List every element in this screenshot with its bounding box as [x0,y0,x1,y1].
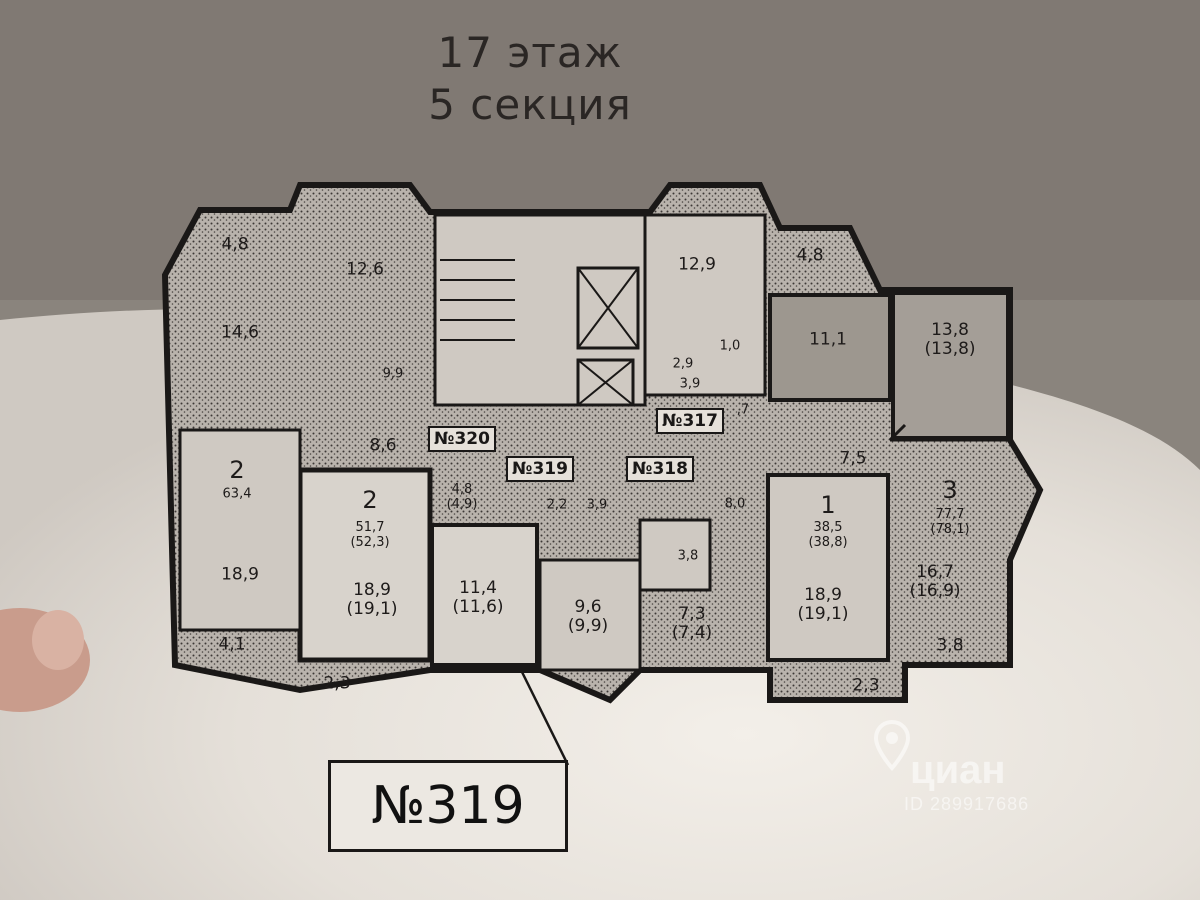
apartment-tag-318: №318 [626,456,694,482]
room-area-label: 2,3 [852,675,880,696]
room-area-label: 7,5 [839,448,867,469]
room-area-label: 4,1 [218,634,246,655]
room-area-label: 12,6 [346,259,384,280]
room-area-label: 2,3 [323,673,351,694]
location-pin-icon [873,719,911,772]
apartment-rooms-count: 1 [820,491,836,519]
apartment-number-callout: №319 [328,760,568,852]
apartment-total-area: 51,7 (52,3) [350,520,390,550]
room-area-label: 11,4 (11,6) [452,578,504,617]
room-area-label: 8,0 [724,496,746,512]
room-area-label: 9,9 [382,366,404,382]
room-area-label: 18,9 [221,564,259,585]
watermark-id: ID 289917686 [904,794,1030,814]
watermark-brand: циан [910,748,1006,792]
room-area-label: 3,8 [936,635,964,656]
floor-title: 17 этаж [437,28,623,77]
room-area-label: 9,6 (9,9) [567,597,609,636]
room-area-label: 2,9 [672,356,694,372]
apartment-total-area: 63,4 [222,486,252,502]
room-area-label: 16,7 (16,9) [909,562,961,601]
apartment-tag-319: №319 [506,456,574,482]
room-area-label: 12,9 [678,254,716,275]
room-area-label: 1,0 [719,338,741,354]
room-area-label: 8,6 [369,435,397,456]
watermark: циан ID 289917686 [872,718,1092,818]
apartment-rooms-count: 3 [942,476,958,504]
room-area-label: 4,8 [221,234,249,255]
room-area-label: 18,9 (19,1) [797,585,849,624]
apartment-rooms-count: 2 [229,456,245,484]
room-area-label: 3,9 [586,497,608,513]
room-area-label: 3,9 [679,376,701,392]
room-area-label: 4,8 (4,9) [446,482,478,512]
room-area-label: 14,6 [221,322,259,343]
floor-plan [161,182,1044,766]
room-area-label: 3,8 [677,548,699,564]
room-area-label: 7,3 (7,4) [671,604,713,643]
section-title: 5 секция [428,80,632,129]
apartment-total-area: 38,5 (38,8) [808,520,848,550]
room-area-label: 4,8 [796,245,824,266]
room-area-label: 13,8 (13,8) [924,320,976,359]
apartment-tag-317: №317 [656,408,724,434]
room-area-label: 18,9 (19,1) [346,580,398,619]
room-area-label: ,7 [736,402,750,418]
apartment-total-area: 77,7 (78,1) [930,507,970,537]
room-area-label: 11,1 [809,329,847,350]
apartment-rooms-count: 2 [362,486,378,514]
apartment-tag-320: №320 [428,426,496,452]
room-area-label: 2,2 [546,497,568,513]
